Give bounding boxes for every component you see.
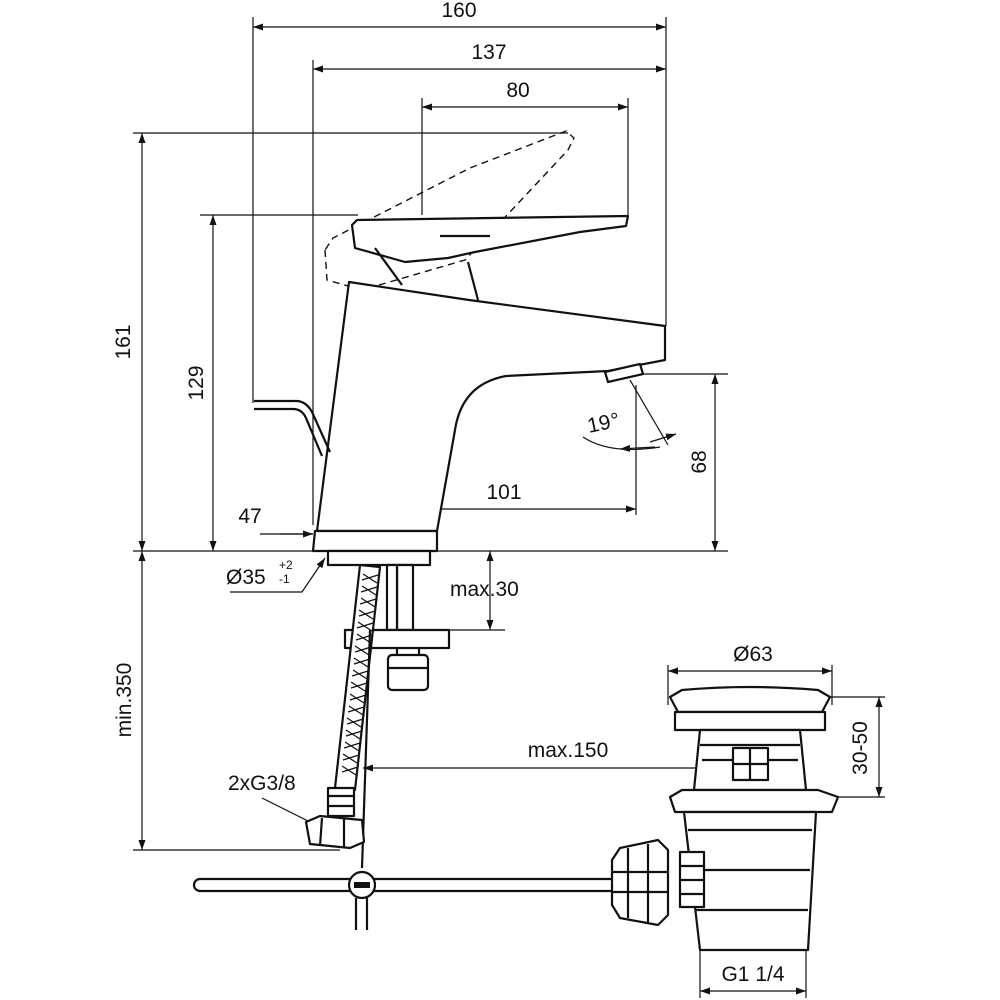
dim-lever-reach: 80: [506, 79, 529, 102]
dim-waste-flange: Ø63: [733, 643, 773, 666]
dim-total-height: 161: [112, 324, 135, 359]
dim-waste-reach: max.150: [528, 739, 609, 762]
dim-spout-projection: 101: [486, 481, 521, 504]
dim-hose-connection: 2xG3/8: [228, 772, 296, 795]
dim-hole-tol-lower: -1: [279, 572, 290, 586]
dim-base-offset: 47: [238, 505, 261, 528]
lever: [350, 214, 630, 264]
dimension-labels: 160 137 80 161 129 68 101 47 Ø35 +2 -1 m…: [112, 0, 872, 986]
waste-flange: [668, 685, 832, 714]
waste-nut: [668, 788, 840, 814]
dim-deck-thickness: max.30: [450, 578, 519, 601]
supply-hose: [333, 563, 382, 792]
side-connector: [610, 838, 670, 927]
dim-lever-height: 129: [185, 365, 208, 400]
dim-aerator-angle: 19 °: [585, 409, 621, 438]
aerator: [603, 362, 645, 384]
mixer-tap: [254, 130, 667, 869]
dim-waste-thread: G1 1/4: [721, 963, 784, 986]
dim-aerator-angle-value: 19: [585, 411, 613, 438]
dim-spout-height: 68: [688, 450, 711, 473]
tap-body: [315, 280, 667, 533]
popup-rod: [254, 399, 332, 453]
dim-hole-tol-upper: +2: [279, 558, 293, 572]
dim-waste-height: 30-50: [849, 721, 872, 775]
fixing-nut: [386, 653, 430, 692]
dim-aerator-reach: 137: [471, 41, 506, 64]
hose-connector: [326, 786, 356, 818]
dim-hose-length: min.350: [113, 663, 136, 738]
tap-base: [311, 529, 439, 553]
fixing-shank: [326, 549, 432, 567]
dimension-lines: [138, 23, 883, 995]
dim-overall-width: 160: [441, 0, 476, 22]
popup-waste: [192, 685, 840, 952]
raised-lever-outline: [324, 130, 575, 291]
dim-hole-diameter: Ø35: [226, 566, 266, 589]
